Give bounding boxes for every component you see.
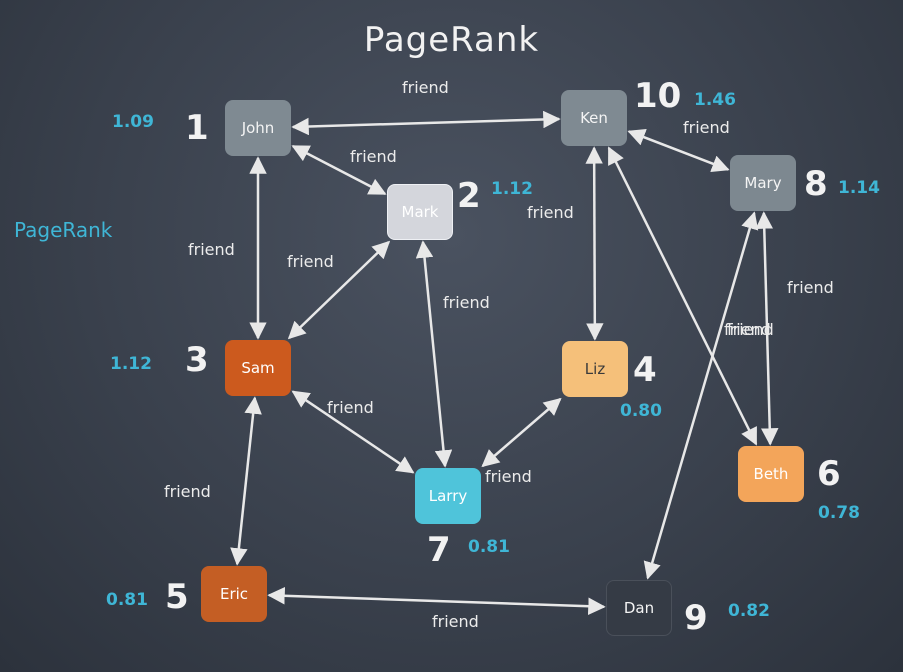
node-number-mary: 8: [804, 164, 828, 204]
edge-mary-dan: [643, 211, 759, 580]
node-number-john: 1: [185, 108, 209, 148]
node-number-liz: 4: [633, 350, 657, 390]
edge-sam-larry: [291, 390, 415, 474]
node-score-beth: 0.78: [818, 503, 860, 523]
node-score-ken: 1.46: [694, 90, 736, 110]
node-label: Sam: [241, 359, 275, 377]
edge-john-mark: [291, 145, 387, 195]
edge-mary-beth: [755, 211, 779, 446]
node-label: Ken: [580, 109, 608, 127]
edge-ken-mary: [627, 128, 730, 173]
edge-label-sam-eric: friend: [164, 482, 211, 501]
node-score-eric: 0.81: [106, 590, 148, 610]
node-mark: Mark: [387, 184, 453, 240]
edge-mark-larry: [415, 240, 453, 468]
node-label: John: [241, 119, 275, 137]
node-label: Eric: [219, 585, 249, 603]
node-number-eric: 5: [165, 577, 189, 617]
edges-layer: [230, 110, 779, 615]
node-number-ken: 10: [634, 76, 682, 116]
edge-larry-liz: [481, 397, 562, 468]
node-ken: Ken: [561, 90, 627, 146]
node-score-mary: 1.14: [838, 178, 880, 198]
edge-label-mark-sam: friend: [287, 252, 334, 271]
node-label: Larry: [428, 487, 468, 505]
node-score-liz: 0.80: [620, 401, 662, 421]
node-score-mark: 1.12: [491, 179, 533, 199]
node-score-john: 1.09: [112, 112, 154, 132]
node-dan: Dan: [606, 580, 672, 636]
edge-label-john-mark: friend: [350, 147, 397, 166]
node-john: John: [225, 100, 291, 156]
node-number-larry: 7: [427, 530, 451, 570]
node-number-sam: 3: [185, 340, 209, 380]
node-sam: Sam: [225, 340, 291, 396]
node-label: Mark: [401, 203, 439, 221]
node-number-dan: 9: [684, 598, 708, 638]
edge-eric-dan: [267, 587, 606, 615]
node-label: Beth: [753, 465, 789, 483]
node-beth: Beth: [738, 446, 804, 502]
node-eric: Eric: [201, 566, 267, 622]
edge-label-ken-mary: friend: [683, 118, 730, 137]
node-number-beth: 6: [817, 454, 841, 494]
edge-label-john-sam: friend: [188, 240, 235, 259]
side-label: PageRank: [14, 218, 113, 242]
diagram-title: PageRank: [363, 20, 540, 60]
edge-sam-eric: [230, 396, 262, 566]
edge-john-ken: [291, 110, 561, 136]
edge-label-mary-dan: friend: [727, 320, 774, 339]
edge-mark-sam: [287, 240, 391, 340]
node-number-mark: 2: [457, 176, 481, 216]
edge-label-larry-liz: friend: [485, 467, 532, 486]
edge-label-ken-liz: friend: [527, 203, 574, 222]
node-label: Mary: [744, 174, 782, 192]
node-score-larry: 0.81: [468, 537, 510, 557]
node-larry: Larry: [415, 468, 481, 524]
edge-label-eric-dan: friend: [432, 612, 479, 631]
edge-label-mark-larry: friend: [443, 293, 490, 312]
node-liz: Liz: [562, 341, 628, 397]
node-label: Dan: [623, 599, 655, 617]
edge-label-sam-larry: friend: [327, 398, 374, 417]
node-mary: Mary: [730, 155, 796, 211]
edge-ken-liz: [585, 146, 604, 341]
node-label: Liz: [584, 360, 606, 378]
edge-label-mary-beth: friend: [787, 278, 834, 297]
edge-label-john-ken: friend: [402, 78, 449, 97]
edge-label-ken-beth: friend: [724, 320, 771, 339]
node-score-sam: 1.12: [110, 354, 152, 374]
node-score-dan: 0.82: [728, 601, 770, 621]
